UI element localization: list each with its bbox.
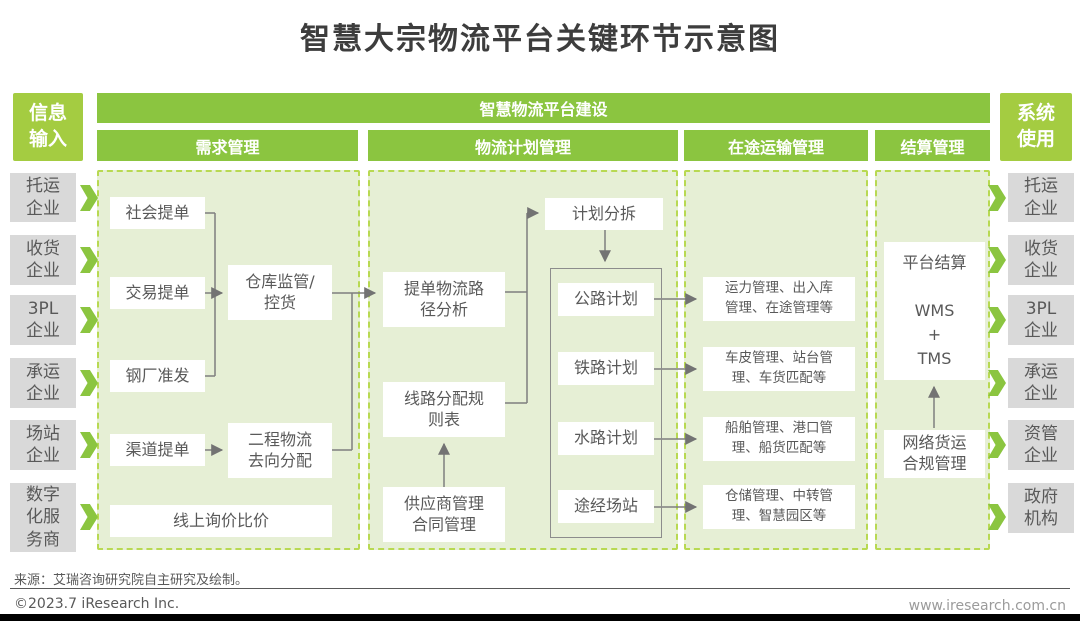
source-note: 来源：艾瑞咨询研究院自主研究及绘制。	[14, 573, 249, 588]
input-digital-provider: 数字 化服 务商	[10, 483, 76, 552]
user-consignee: 收货 企业	[1008, 235, 1074, 285]
chevron-right-icon	[80, 432, 98, 458]
node-transit-rail: 车皮管理、站台管 理、车货匹配等	[703, 347, 855, 391]
node-warehouse-control: 仓库监管/ 控货	[228, 265, 332, 320]
node-rail-plan: 铁路计划	[558, 352, 654, 385]
node-transit-road: 运力管理、出入库 管理、在途管理等	[703, 277, 855, 321]
node-route-analysis: 提单物流路 径分析	[383, 272, 505, 327]
user-government: 政府 机构	[1008, 483, 1074, 533]
node-transit-yard: 仓储管理、中转管 理、智慧园区等	[703, 485, 855, 529]
user-shipper: 托运 企业	[1008, 173, 1074, 222]
node-online-inquiry: 线上询价比价	[110, 505, 332, 537]
header-system-use: 系统 使用	[1000, 93, 1072, 161]
user-carrier: 承运 企业	[1008, 358, 1074, 408]
node-channel-order: 渠道提单	[110, 434, 205, 466]
chevron-right-icon	[988, 504, 1006, 530]
node-water-plan: 水路计划	[558, 422, 654, 455]
chevron-right-icon	[988, 247, 1006, 273]
node-road-plan: 公路计划	[558, 283, 654, 316]
chevron-right-icon	[80, 504, 98, 530]
section-header-demand: 需求管理	[97, 130, 358, 161]
section-header-settlement: 结算管理	[875, 130, 990, 161]
input-consignee: 收货 企业	[10, 235, 76, 285]
node-freight-compliance: 网络货运 合规管理	[884, 430, 985, 478]
header-info-input: 信息 输入	[13, 93, 83, 161]
user-3pl: 3PL 企业	[1008, 295, 1074, 345]
chevron-right-icon	[80, 307, 98, 333]
copyright-text: ©2023.7 iResearch Inc.	[14, 596, 180, 612]
chevron-right-icon	[988, 432, 1006, 458]
node-via-yard: 途经场站	[558, 490, 654, 523]
node-allocation-rules: 线路分配规 则表	[383, 382, 505, 437]
chevron-right-icon	[80, 370, 98, 396]
bottom-bar	[0, 614, 1080, 621]
input-carrier: 承运 企业	[10, 358, 76, 408]
chevron-right-icon	[80, 185, 98, 211]
chevron-right-icon	[80, 247, 98, 273]
footer-divider	[10, 588, 1070, 589]
user-asset-manager: 资管 企业	[1008, 420, 1074, 470]
node-supplier-contract: 供应商管理 合同管理	[383, 487, 505, 542]
chevron-right-icon	[988, 307, 1006, 333]
input-shipper: 托运 企业	[10, 173, 76, 222]
page-title: 智慧大宗物流平台关键环节示意图	[300, 22, 780, 57]
node-social-order: 社会提单	[110, 197, 205, 229]
node-second-leg-allocation: 二程物流 去向分配	[228, 423, 332, 478]
input-3pl: 3PL 企业	[10, 295, 76, 345]
node-mill-release: 钢厂准发	[110, 360, 205, 392]
node-transit-water: 船舶管理、港口管 理、船货匹配等	[703, 417, 855, 461]
mode-plan-frame	[550, 268, 662, 538]
section-header-plan: 物流计划管理	[368, 130, 678, 161]
node-plan-split: 计划分拆	[545, 198, 663, 230]
header-platform-band: 智慧物流平台建设	[97, 93, 990, 123]
section-header-transit: 在途运输管理	[684, 130, 868, 161]
chevron-right-icon	[988, 370, 1006, 396]
input-yard: 场站 企业	[10, 420, 76, 470]
node-trade-order: 交易提单	[110, 277, 205, 309]
node-platform-settlement: 平台结算 WMS + TMS	[884, 242, 985, 380]
chevron-right-icon	[988, 185, 1006, 211]
website-link[interactable]: www.iresearch.com.cn	[908, 598, 1066, 614]
